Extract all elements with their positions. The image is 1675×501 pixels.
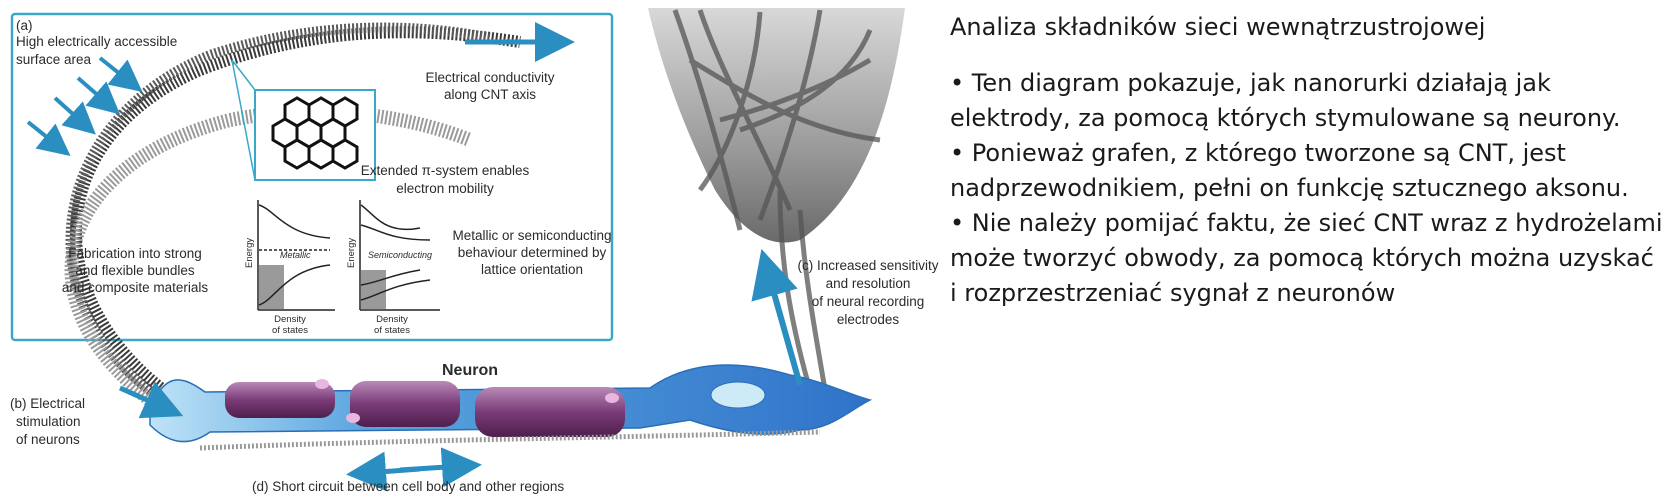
label-energy-metallic: Energy <box>244 238 255 268</box>
label-fabrication-3: and composite materials <box>62 280 209 295</box>
graphene-lattice <box>271 96 359 170</box>
label-c-2: and resolution <box>826 276 911 291</box>
tag-metallic: Metallic <box>280 250 311 260</box>
cnt-neuron-diagram: (a) High electrically accessible surface… <box>10 8 939 494</box>
label-b-1: (b) Electrical <box>10 396 85 411</box>
label-energy-semiconducting: Energy <box>346 238 357 268</box>
bullet-3: • Nie należy pomijać faktu, że sieć CNT … <box>950 209 1663 307</box>
label-surface-2: surface area <box>16 52 92 67</box>
surface-arrows <box>26 56 143 156</box>
semiconducting-dos-graph <box>359 200 440 311</box>
label-c-1: (c) Increased sensitivity <box>797 258 938 273</box>
bullet-1: • Ten diagram pokazuje, jak nanorurki dz… <box>950 69 1621 132</box>
label-surface-1: High electrically accessible <box>16 34 177 49</box>
cnt-bundle <box>64 22 521 406</box>
label-conductivity-2: along CNT axis <box>444 87 536 102</box>
short-circuit-fiber <box>199 429 821 451</box>
label-fabrication-2: and flexible bundles <box>75 263 195 278</box>
dos-semiconducting-1: Density <box>376 314 408 325</box>
dos-metallic-2: of states <box>272 325 308 336</box>
panel-title: Analiza składników sieci wewnątrzustrojo… <box>950 13 1486 41</box>
label-metallic-3: lattice orientation <box>481 262 583 277</box>
label-c-3: of neural recording <box>812 294 925 309</box>
dos-semiconducting-2: of states <box>374 325 410 336</box>
bullet-2: • Ponieważ grafen, z którego tworzone są… <box>950 139 1629 202</box>
stimulation-arrow <box>118 381 184 419</box>
label-b-2: stimulation <box>16 414 81 429</box>
label-d: (d) Short circuit between cell body and … <box>252 479 564 494</box>
panel-a-box <box>10 12 614 342</box>
label-pi-1: Extended π-system enables <box>361 163 530 178</box>
tag-semiconducting: Semiconducting <box>368 250 432 260</box>
label-metallic-1: Metallic or semiconducting <box>452 228 611 243</box>
cell-nucleus <box>710 381 766 409</box>
analysis-panel: Analiza składników sieci wewnątrzustrojo… <box>950 10 1665 311</box>
label-c-4: electrodes <box>837 312 900 327</box>
recording-arrow <box>751 248 803 386</box>
label-conductivity-1: Electrical conductivity <box>425 70 554 85</box>
label-pi-2: electron mobility <box>396 181 494 196</box>
label-b-3: of neurons <box>16 432 80 447</box>
cnt-network-strands <box>672 9 881 391</box>
neuron-title: Neuron <box>442 362 498 379</box>
dos-metallic-1: Density <box>274 314 306 325</box>
short-circuit-arrow-left <box>346 451 421 492</box>
cnt-network-cone <box>648 8 905 243</box>
myelin-sheaths <box>225 379 625 437</box>
label-a: (a) <box>16 18 33 33</box>
label-fabrication-1: Fabrication into strong <box>68 246 202 261</box>
metallic-dos-graph <box>257 200 335 311</box>
label-metallic-2: behaviour determined by <box>458 245 607 260</box>
